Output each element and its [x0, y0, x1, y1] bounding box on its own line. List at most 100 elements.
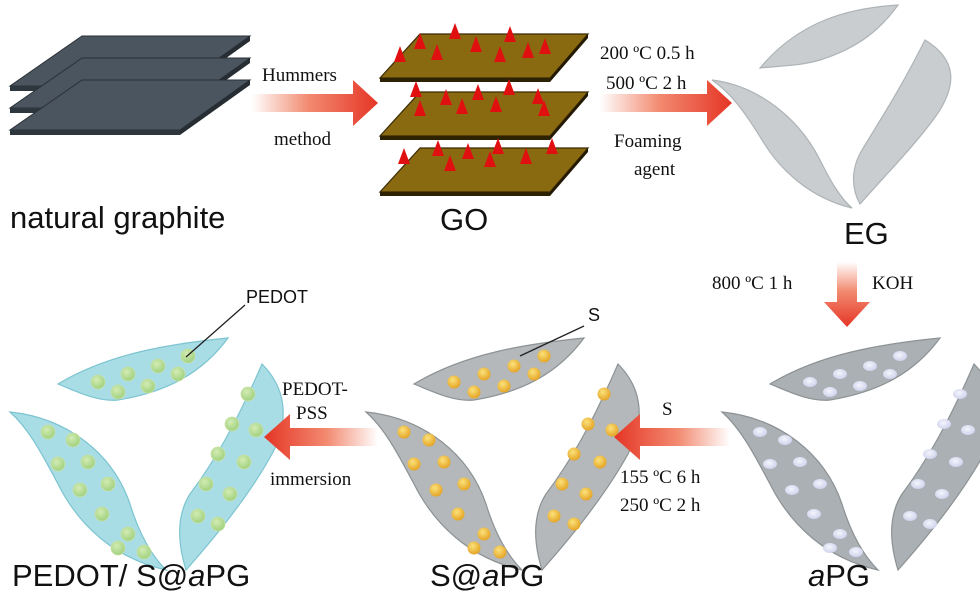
sulfur-particle-icon [579, 487, 593, 501]
go-oxygen-marker-icon [394, 46, 406, 62]
label-pedot-prefix: PEDOT/ S@ [12, 558, 189, 593]
sulfur-particle-icon [593, 455, 607, 469]
pedot-coated-particle-icon [136, 544, 152, 560]
sulfur-particle-icon [567, 517, 581, 531]
sulfur-particle-icon [422, 433, 436, 447]
apg-pore-icon [849, 547, 863, 557]
caption-foaming: Foaming [614, 131, 682, 152]
go-sheet-edge [550, 34, 588, 82]
apg-pore-icon [893, 351, 907, 361]
apg-pore-icon [803, 377, 817, 387]
sulfur-particle-icon [605, 423, 619, 437]
pedot-coated-particle-icon [100, 476, 116, 492]
pedot-callout-line [185, 304, 246, 358]
sulfur-particle-icon [527, 367, 541, 381]
go-oxygen-marker-icon [522, 42, 534, 58]
pedot-coated-particle-icon [80, 454, 96, 470]
sulfur-particle-icon [597, 387, 611, 401]
arrow-hummers-icon [252, 80, 378, 126]
go-sheet-edge [380, 78, 550, 82]
pedot-coated-particle-icon [150, 358, 166, 374]
go-oxygen-marker-icon [494, 46, 506, 62]
go-oxygen-marker-icon [432, 140, 444, 156]
apg-pore-icon [833, 369, 847, 379]
go-oxygen-marker-icon [414, 100, 426, 116]
go-oxygen-marker-icon [456, 98, 468, 114]
pedot-coated-particle-icon [120, 366, 136, 382]
apg-sheet-left [720, 411, 880, 572]
sulfur-particle-icon [581, 417, 595, 431]
caption-method: method [274, 129, 331, 150]
go-sheet-edge [380, 192, 550, 196]
caption-155c: 155 ºC 6 h [620, 467, 701, 488]
apg-pore-icon [937, 419, 951, 429]
eg-illustration [711, 4, 952, 209]
go-oxygen-marker-icon [470, 36, 482, 52]
sulfur-particle-icon [497, 379, 511, 393]
pedot-coated-particle-icon [222, 486, 238, 502]
pedot-coated-particle-icon [190, 508, 206, 524]
go-oxygen-marker-icon [490, 96, 502, 112]
apg-pore-icon [813, 479, 827, 489]
sulfur-particle-icon [555, 477, 569, 491]
apg-pore-icon [853, 381, 867, 391]
graphite-plate-side [180, 80, 250, 135]
apg-pore-icon [793, 457, 807, 467]
sapg-illustration [364, 337, 640, 572]
go-oxygen-marker-icon [410, 81, 422, 97]
sulfur-particle-icon [451, 507, 465, 521]
callout-pedot: PEDOT [246, 287, 309, 307]
apg-pore-icon [763, 459, 777, 469]
go-oxygen-marker-icon [520, 148, 532, 164]
pedot-coated-particle-icon [240, 386, 256, 402]
go-oxygen-marker-icon [546, 138, 558, 154]
apg-pore-icon [903, 511, 917, 521]
caption-s-step: S [662, 399, 673, 420]
go-oxygen-marker-icon [449, 23, 461, 39]
pedot-coated-particle-icon [110, 384, 126, 400]
graphite-plate-side [10, 130, 180, 135]
go-oxygen-marker-icon [398, 148, 410, 164]
go-oxygen-marker-icon [462, 143, 474, 159]
pedot-coated-particle-icon [90, 374, 106, 390]
caption-pedot-pss-1: PEDOT- [282, 379, 348, 400]
go-oxygen-marker-icon [444, 155, 456, 171]
eg-sheet-right [852, 39, 952, 206]
pedot-coated-particle-icon [65, 432, 81, 448]
apg-pore-icon [785, 485, 799, 495]
pedot-coated-particle-icon [72, 482, 88, 498]
caption-hummers: Hummers [262, 65, 337, 86]
pedot-coated-particle-icon [224, 416, 240, 432]
pedot-coated-particle-icon [236, 454, 252, 470]
label-pedot-italic: a [188, 558, 206, 593]
pedot-coated-particle-icon [94, 506, 110, 522]
pedot-coated-particle-icon [120, 526, 136, 542]
apg-pore-icon [807, 509, 821, 519]
pedot-coated-particle-icon [140, 378, 156, 394]
go-oxygen-marker-icon [431, 44, 443, 60]
sulfur-particle-icon [429, 483, 443, 497]
eg-sheet-top [758, 4, 900, 69]
label-sapg: S@aPG [430, 560, 544, 591]
go-oxygen-marker-icon [440, 89, 452, 105]
go-oxygen-marker-icon [504, 26, 516, 42]
caption-step2-line1: 200 ºC 0.5 h [600, 43, 695, 64]
sulfur-particle-icon [457, 477, 471, 491]
label-natural-graphite: natural graphite [10, 200, 226, 235]
apg-pore-icon [961, 425, 975, 435]
go-sheets-illustration [378, 23, 590, 196]
pedot-sapg-illustration [8, 337, 284, 572]
sulfur-particle-icon [477, 527, 491, 541]
sulfur-particle-icon [477, 367, 491, 381]
go-oxygen-marker-icon [539, 38, 551, 54]
label-apg-italic: a [808, 558, 826, 593]
sulfur-particle-icon [537, 349, 551, 363]
label-pedot-rest: PG [205, 558, 251, 593]
apg-pore-icon [823, 543, 837, 553]
caption-immersion: immersion [270, 469, 352, 490]
apg-pore-icon [883, 369, 897, 379]
pedot-coated-particle-icon [110, 540, 126, 556]
go-oxygen-marker-icon [492, 138, 504, 154]
go-oxygen-marker-icon [532, 88, 544, 104]
